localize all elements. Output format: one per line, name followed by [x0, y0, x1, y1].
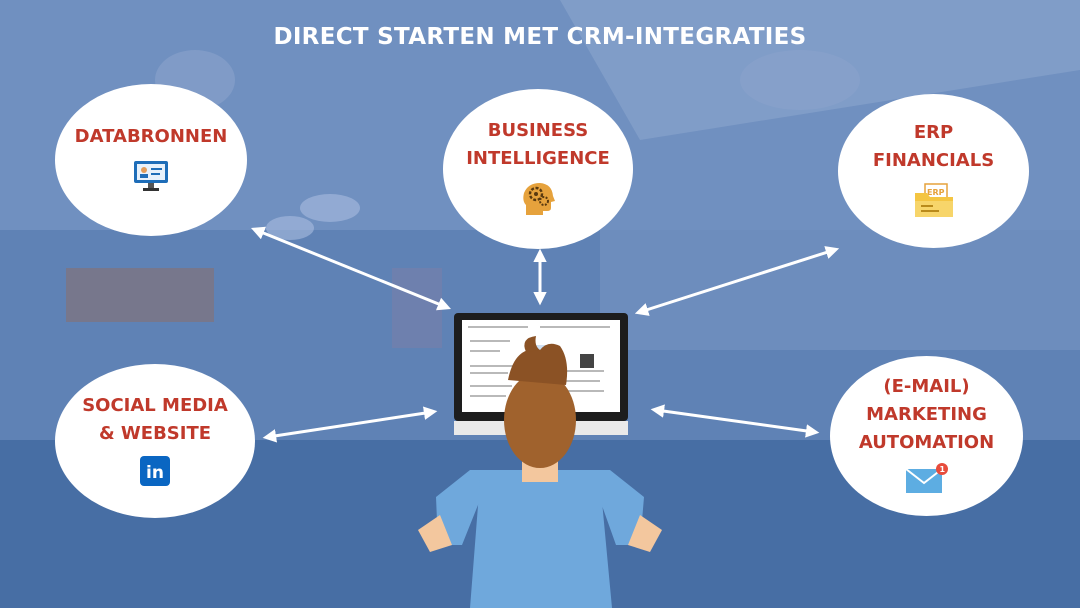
node-erp-financials-label: ERP FINANCIALS — [873, 119, 994, 175]
erp-icon-text: ERP — [927, 188, 945, 197]
arrow-social-media — [262, 406, 438, 443]
node-databronnen: DATABRONNEN — [55, 84, 247, 236]
linkedin-icon: in — [140, 456, 170, 490]
node-email-marketing-line1: (E-MAIL) — [883, 376, 970, 397]
node-business-intelligence-line2: INTELLIGENCE — [466, 148, 610, 169]
linkedin-icon-text: in — [146, 463, 164, 483]
arrow-email-marketing — [650, 404, 820, 438]
email-envelope-icon: 1 — [904, 461, 950, 499]
node-email-marketing-line2: MARKETING — [866, 404, 987, 425]
person — [418, 336, 662, 608]
node-social-media-label: SOCIAL MEDIA & WEBSITE — [82, 392, 228, 448]
node-business-intelligence: BUSINESS INTELLIGENCE — [443, 89, 633, 249]
node-business-intelligence-label: BUSINESS INTELLIGENCE — [466, 117, 610, 173]
node-social-media-line1: SOCIAL MEDIA — [82, 395, 228, 416]
node-erp-financials: ERP FINANCIALS ERP — [838, 94, 1029, 248]
head-gears-icon — [520, 181, 556, 221]
node-business-intelligence-line1: BUSINESS — [487, 120, 589, 141]
diagram-title: DIRECT STARTEN MET CRM-INTEGRATIES — [273, 24, 807, 50]
node-social-media: SOCIAL MEDIA & WEBSITE in — [55, 364, 255, 518]
arrow-erp-financials — [634, 246, 840, 316]
node-erp-financials-line1: ERP — [913, 122, 954, 143]
node-email-marketing-label: (E-MAIL) MARKETING AUTOMATION — [859, 373, 994, 457]
node-social-media-line2: & WEBSITE — [98, 423, 212, 444]
monitor-profile-icon — [133, 159, 169, 197]
notification-badge: 1 — [939, 465, 945, 474]
arrow-databronnen — [250, 226, 452, 311]
node-email-marketing-line3: AUTOMATION — [858, 432, 995, 453]
node-databronnen-label: DATABRONNEN — [74, 126, 228, 147]
node-email-marketing: (E-MAIL) MARKETING AUTOMATION 1 — [830, 356, 1023, 516]
erp-folder-icon: ERP — [913, 183, 955, 223]
node-erp-financials-line2: FINANCIALS — [872, 150, 995, 171]
